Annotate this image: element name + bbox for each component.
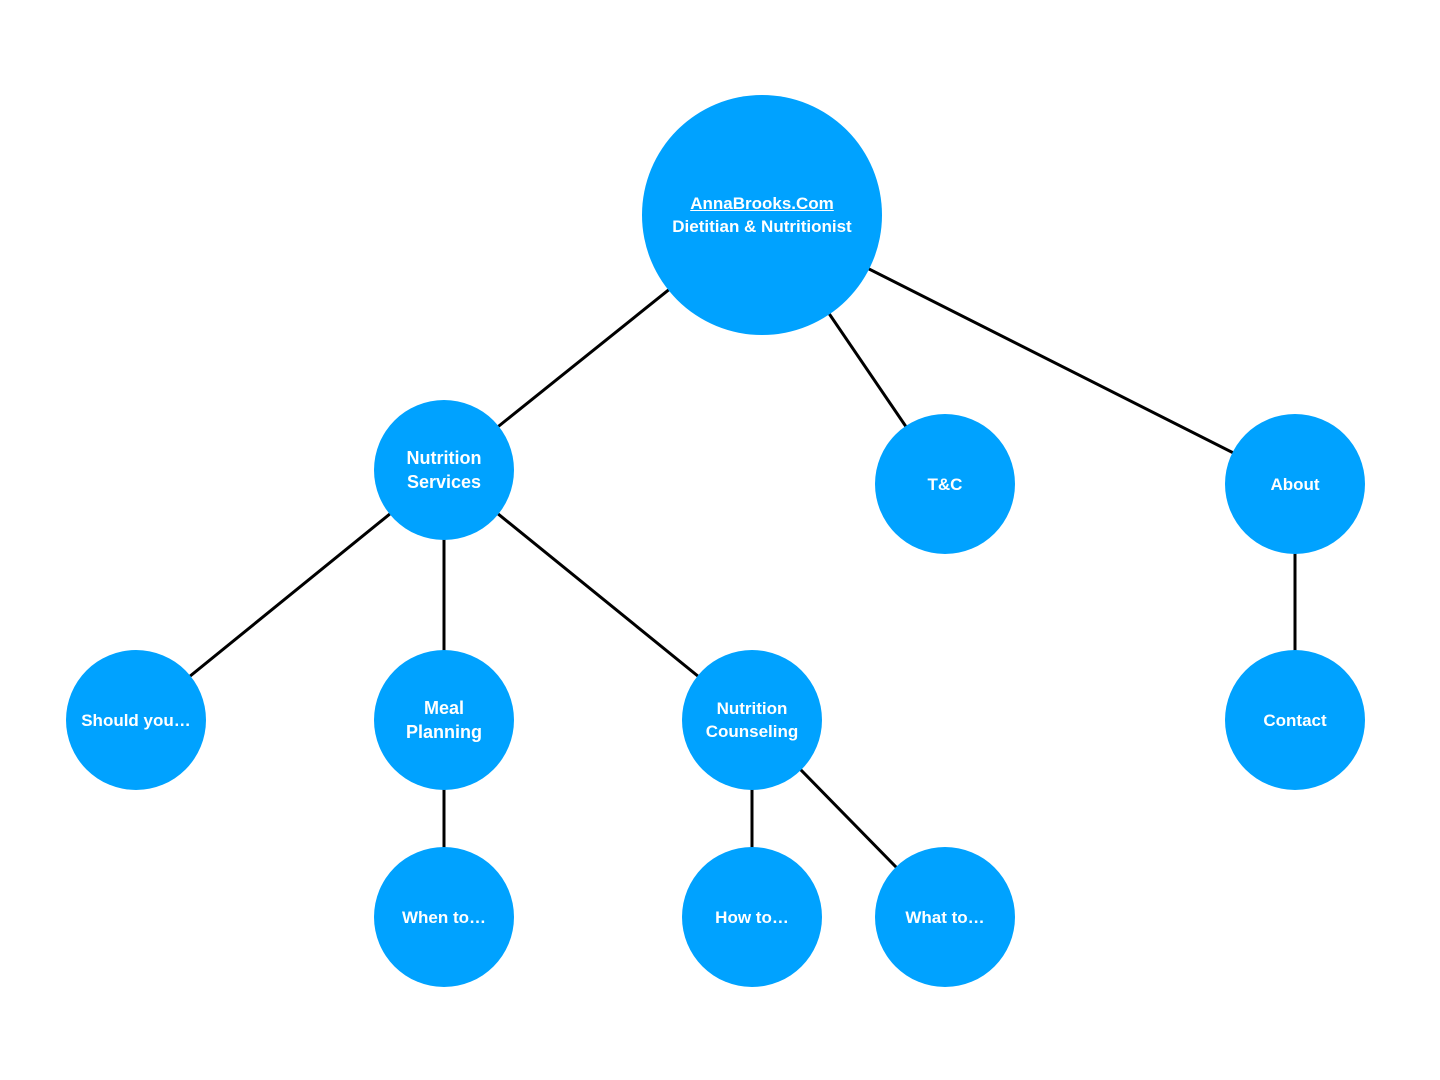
node-label-line2: Planning — [406, 722, 482, 742]
node-label: T&C — [927, 474, 963, 494]
node-label-line1: Nutrition — [406, 448, 482, 468]
node-what-to: What to… — [875, 847, 1015, 987]
node-label-line1: Nutrition — [716, 699, 788, 718]
site-tagline-label: Dietitian & Nutritionist — [672, 217, 852, 236]
node-contact: Contact — [1225, 650, 1365, 790]
node-label-line1: Meal — [423, 698, 465, 718]
node-nutrition-counseling: Nutrition Counseling — [682, 650, 822, 790]
node-nutrition-services: Nutrition Services — [374, 400, 514, 540]
node-how-to: How to… — [682, 847, 822, 987]
node-root-site: AnnaBrooks.Com Dietitian & Nutritionist — [642, 95, 882, 335]
site-domain-label: AnnaBrooks.Com — [690, 194, 834, 213]
node-label: About — [1270, 474, 1320, 494]
node-label-line2: Services — [406, 472, 482, 492]
node-when-to: When to… — [374, 847, 514, 987]
node-label: How to… — [715, 907, 789, 927]
node-should-you: Should you… — [66, 650, 206, 790]
node-meal-planning: Meal Planning — [374, 650, 514, 790]
node-label: When to… — [401, 907, 487, 927]
node-tc: T&C — [875, 414, 1015, 554]
node-label: Should you… — [81, 710, 191, 730]
node-about: About — [1225, 414, 1365, 554]
node-label-line2: Counseling — [705, 722, 799, 741]
node-label: What to… — [905, 907, 985, 927]
node-label: Contact — [1263, 710, 1327, 730]
